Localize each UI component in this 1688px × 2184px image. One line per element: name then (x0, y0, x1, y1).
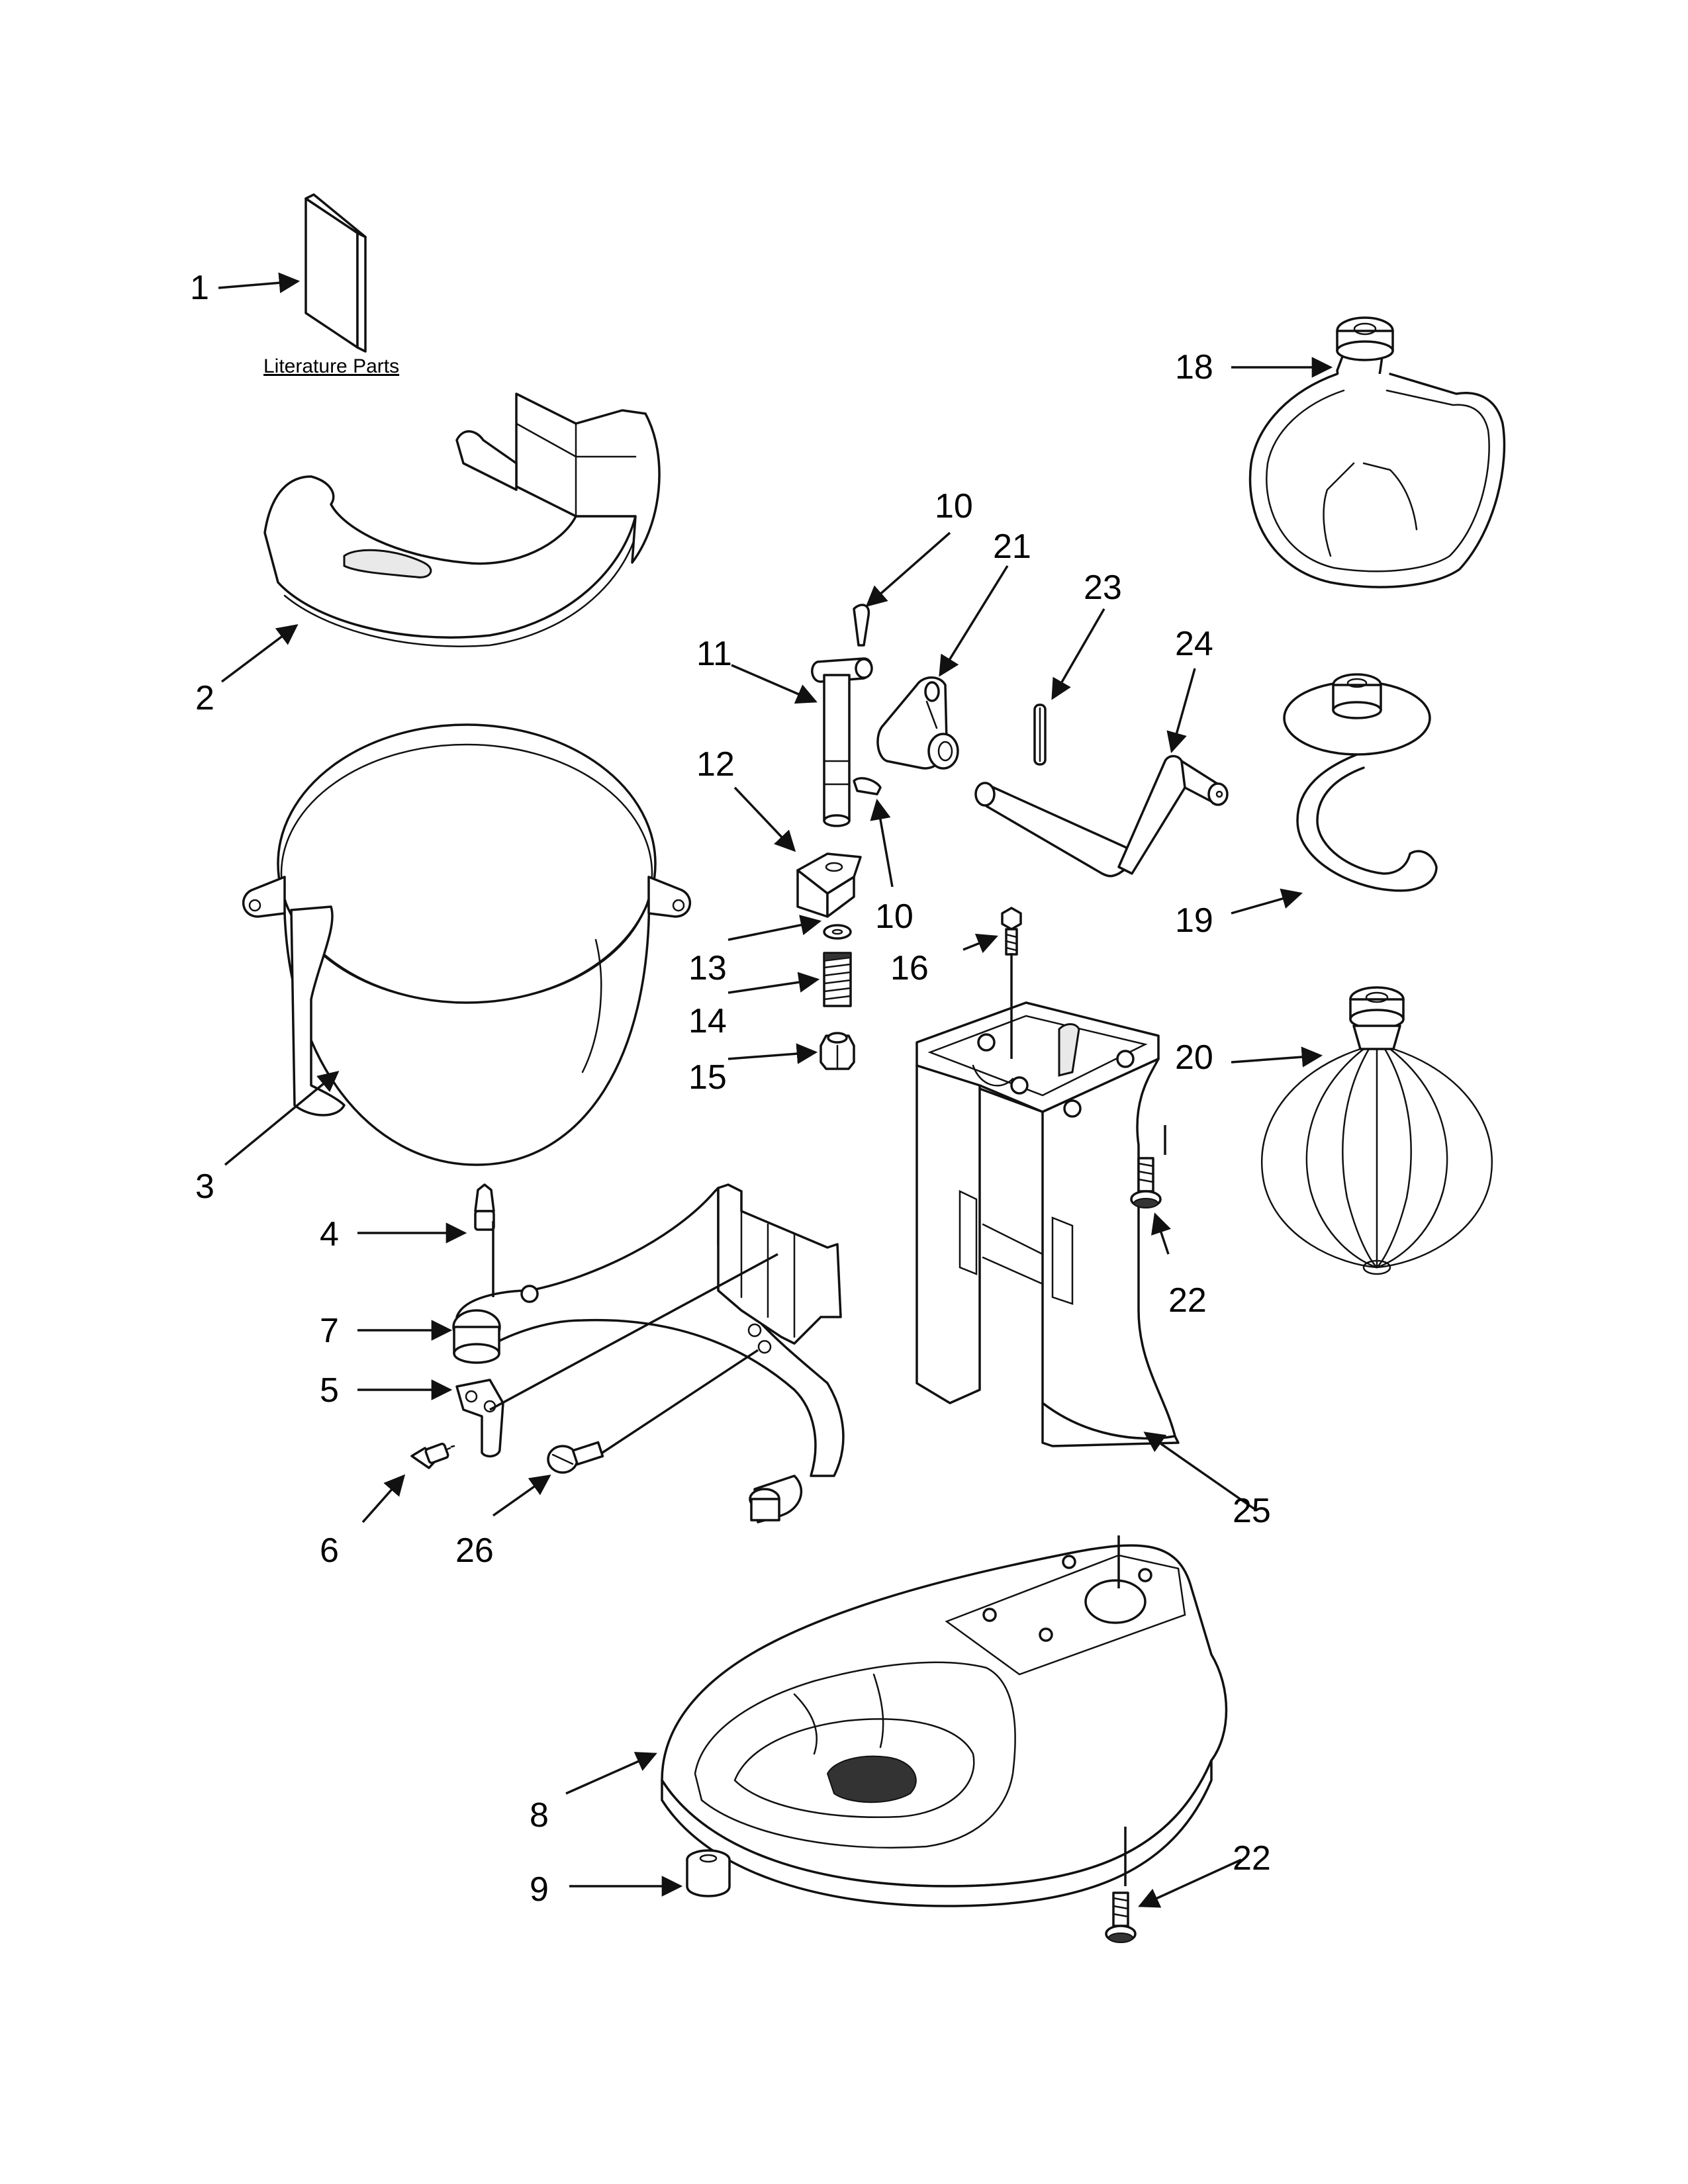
screw-22-upper (1130, 1157, 1162, 1208)
literature-booklet (305, 193, 367, 353)
callout-15: 15 (688, 1058, 727, 1097)
callout-10-upper: 10 (935, 487, 973, 525)
spring (823, 952, 852, 1007)
callout-12: 12 (696, 745, 735, 784)
callout-21: 21 (993, 527, 1031, 566)
callout-9: 9 (530, 1870, 549, 1909)
leader-lines (218, 272, 1333, 1908)
callout-7: 7 (320, 1312, 339, 1350)
literature-parts-caption: Literature Parts (263, 355, 399, 377)
callout-numbers: 1 2 3 4 5 6 7 8 9 10 10 11 12 13 14 15 1… (190, 269, 1271, 1909)
callout-14: 14 (688, 1002, 727, 1040)
dough-hook (1283, 673, 1438, 892)
bowl-support-arm (452, 1183, 845, 1524)
callout-23: 23 (1084, 569, 1122, 607)
callout-22-upper: 22 (1168, 1281, 1207, 1320)
pouring-shield (263, 392, 661, 647)
callout-3: 3 (195, 1167, 214, 1206)
bolt-16 (1001, 907, 1022, 956)
washer (823, 924, 852, 940)
callout-25: 25 (1233, 1492, 1271, 1530)
callout-1: 1 (190, 269, 209, 307)
callout-4: 4 (320, 1215, 339, 1253)
cotter-pin-upper (853, 604, 870, 647)
callout-5: 5 (320, 1371, 339, 1410)
callout-11: 11 (696, 635, 732, 673)
crank-handle (974, 754, 1229, 878)
callout-20: 20 (1175, 1038, 1213, 1077)
shaft-bracket (796, 852, 862, 918)
mixing-bowl (242, 723, 692, 1166)
wire-whip (1260, 986, 1493, 1275)
lift-shaft (811, 657, 873, 827)
screw-22-lower (1105, 1891, 1137, 1943)
screw-6 (410, 1442, 455, 1469)
callout-24: 24 (1175, 625, 1213, 663)
callout-16: 16 (890, 949, 929, 987)
callout-26: 26 (455, 1531, 494, 1570)
bowl-support-pin (474, 1183, 495, 1231)
bowl-clip (455, 1379, 504, 1458)
callout-10-lower: 10 (875, 897, 914, 936)
flat-beater (1248, 316, 1506, 588)
callout-8: 8 (530, 1796, 549, 1835)
callout-22-lower: 22 (1233, 1839, 1271, 1878)
roll-pin (1033, 704, 1047, 766)
lock-nut (820, 1032, 855, 1070)
mixer-base (661, 1544, 1228, 1907)
callout-2: 2 (195, 679, 214, 717)
callout-6: 6 (320, 1531, 339, 1570)
callout-19: 19 (1175, 901, 1213, 940)
cotter-pin-lower (853, 777, 882, 796)
pedestal-housing (915, 1001, 1180, 1447)
screw-26 (547, 1441, 604, 1474)
callout-18: 18 (1175, 348, 1213, 387)
callout-13: 13 (688, 949, 727, 987)
rubber-foot (686, 1849, 731, 1897)
lift-cam (876, 676, 959, 770)
